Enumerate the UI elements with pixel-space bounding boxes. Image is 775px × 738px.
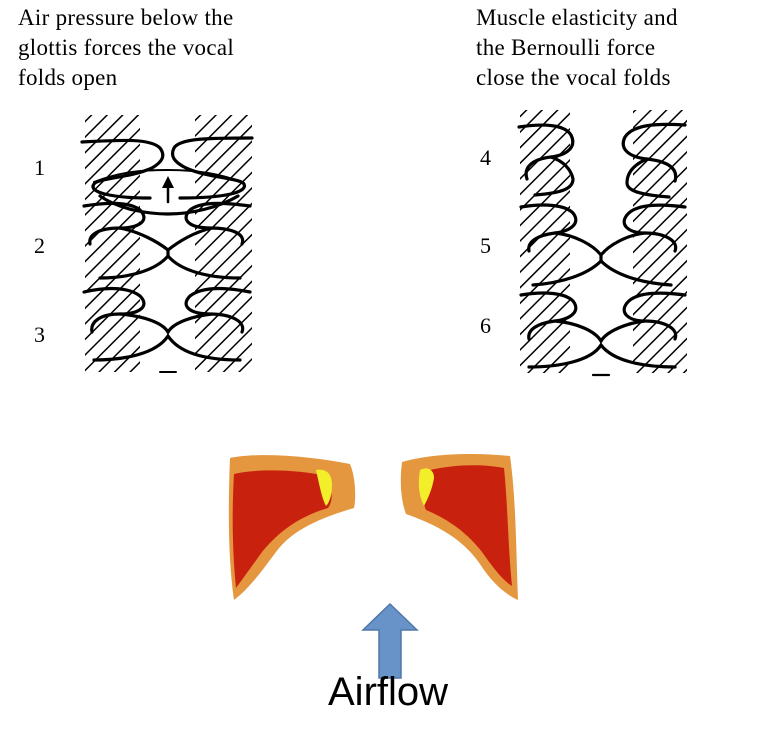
colored-vocal-folds [228, 454, 518, 600]
stage-2-folds [82, 201, 252, 280]
airflow-arrow-icon [361, 602, 419, 679]
stage-1-folds [80, 136, 254, 216]
stage-number-3: 3 [34, 322, 45, 347]
stage-3-folds [82, 286, 252, 373]
stage-number-6: 6 [480, 313, 491, 338]
right-caption: Muscle elasticity and the Bernoulli forc… [476, 5, 678, 90]
left-vocal-fold-sketch [80, 115, 254, 373]
left-caption: Air pressure below the glottis forces th… [18, 5, 235, 90]
right-vocal-fold [400, 454, 518, 600]
right-vocal-fold-sketch [517, 110, 687, 377]
left-vocal-fold [228, 455, 356, 600]
stage-number-5: 5 [480, 233, 491, 258]
stage-6-folds [519, 291, 687, 377]
airflow-label: Airflow [328, 670, 449, 714]
stage-number-1: 1 [34, 155, 45, 180]
stage-number-4: 4 [480, 145, 491, 170]
stage-number-2: 2 [34, 233, 45, 258]
stage-4-folds [517, 122, 687, 199]
stage-5-folds [519, 203, 687, 287]
